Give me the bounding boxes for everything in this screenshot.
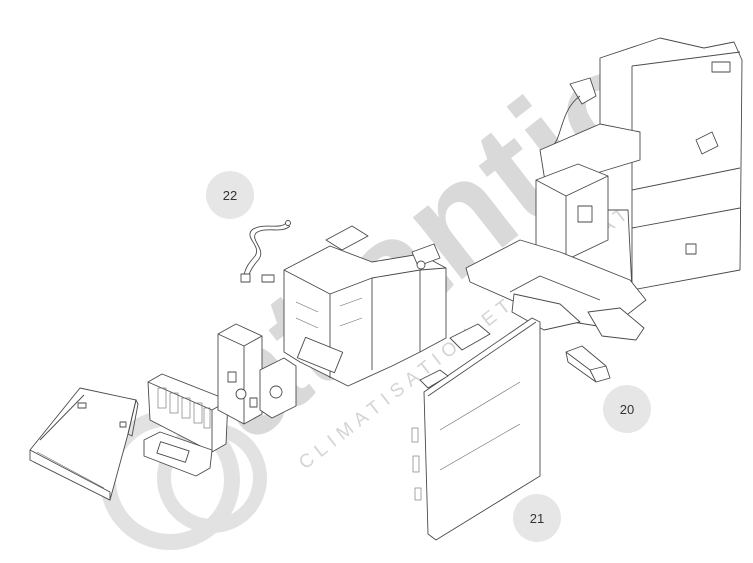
part-cover-plate <box>29 387 139 501</box>
part-main-board <box>411 317 541 541</box>
callout-label: 21 <box>530 511 544 526</box>
part-clip <box>565 345 611 383</box>
part-chassis-frame <box>259 225 447 419</box>
callout-label: 22 <box>223 188 237 203</box>
part-wire-harness <box>240 220 291 283</box>
callout-21: 21 <box>513 494 561 542</box>
callout-badge <box>513 494 561 542</box>
part-terminal-block <box>143 373 229 477</box>
callout-22: 22 <box>206 171 254 219</box>
callout-badge <box>206 171 254 219</box>
part-main-housing <box>465 37 743 341</box>
part-small-board <box>217 323 263 425</box>
callout-20: 20 <box>603 385 651 433</box>
callout-badge <box>603 385 651 433</box>
callout-label: 20 <box>620 402 634 417</box>
